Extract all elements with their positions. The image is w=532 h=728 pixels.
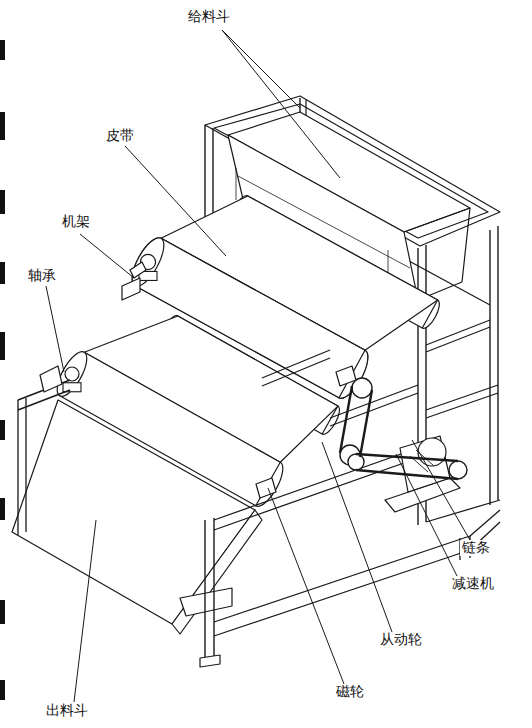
leader-line	[268, 488, 344, 684]
leader-line	[222, 30, 340, 178]
frame-line	[470, 510, 500, 536]
scan-mark	[0, 190, 5, 214]
leader-lines	[46, 30, 470, 702]
frame-line	[426, 393, 498, 418]
part-label: 出料斗	[44, 703, 90, 719]
frame-line	[462, 208, 470, 282]
scan-mark	[0, 112, 5, 140]
leader-line	[322, 442, 392, 632]
reducer	[400, 436, 450, 492]
part-label: 从动轮	[378, 632, 424, 648]
frame-line	[214, 458, 418, 530]
part-label: 磁轮	[334, 684, 366, 700]
part-label: 减速机	[450, 576, 496, 592]
leader-line	[80, 234, 134, 278]
frame-line	[262, 350, 330, 378]
shaft-bearing	[336, 366, 356, 386]
chain	[356, 470, 458, 479]
discharge-hopper	[12, 366, 262, 634]
leader-line	[412, 440, 470, 540]
frame-line	[214, 448, 418, 520]
leader-line	[222, 30, 300, 108]
frame-line	[330, 393, 418, 426]
frame-line	[330, 385, 418, 418]
part-label: 链条	[460, 540, 492, 556]
shaft-hub	[65, 367, 79, 381]
sprocket	[449, 461, 467, 479]
scan-mark	[0, 680, 5, 700]
frame-line	[426, 500, 500, 522]
bearing-block	[63, 383, 81, 392]
frame-line	[426, 327, 490, 352]
adjuster-block	[122, 278, 140, 300]
part-label: 皮带	[104, 128, 136, 144]
scan-mark	[0, 262, 5, 284]
shaft-bearing	[256, 478, 276, 498]
deflector	[180, 588, 232, 616]
chain	[340, 386, 352, 453]
part-label: 给料斗	[186, 9, 232, 25]
leader-line	[74, 520, 96, 702]
frame-line	[426, 320, 490, 345]
left-leg	[25, 398, 26, 532]
leader-line	[125, 146, 226, 256]
frame-line	[404, 208, 470, 232]
frame-front	[200, 350, 500, 667]
chain	[356, 454, 458, 461]
motor	[418, 438, 446, 466]
drive	[256, 366, 467, 512]
adjuster-knob	[130, 262, 146, 278]
frame-line	[214, 536, 470, 622]
scan-marks	[0, 40, 5, 700]
frame-line	[204, 520, 205, 662]
discharge-hopper-panel	[12, 400, 255, 624]
scan-mark	[0, 600, 5, 624]
leader-line	[46, 286, 64, 372]
chain	[360, 390, 372, 457]
frame-line	[213, 518, 214, 660]
leader-line	[396, 454, 458, 578]
part-label: 机架	[60, 214, 92, 230]
part-label: 轴承	[26, 268, 58, 284]
frame-line	[497, 226, 498, 500]
frame-line	[426, 385, 498, 410]
scan-mark	[0, 420, 5, 440]
frame-line	[236, 168, 237, 200]
left-leg	[17, 400, 18, 535]
frame-line	[214, 550, 470, 636]
frame-line	[262, 358, 330, 386]
scan-mark	[0, 40, 5, 60]
frame-line	[489, 230, 490, 505]
sprocket	[348, 454, 364, 470]
foot-pad	[200, 655, 220, 667]
scan-mark	[0, 332, 5, 360]
bearing-seat	[40, 366, 62, 392]
scan-mark	[0, 498, 5, 520]
